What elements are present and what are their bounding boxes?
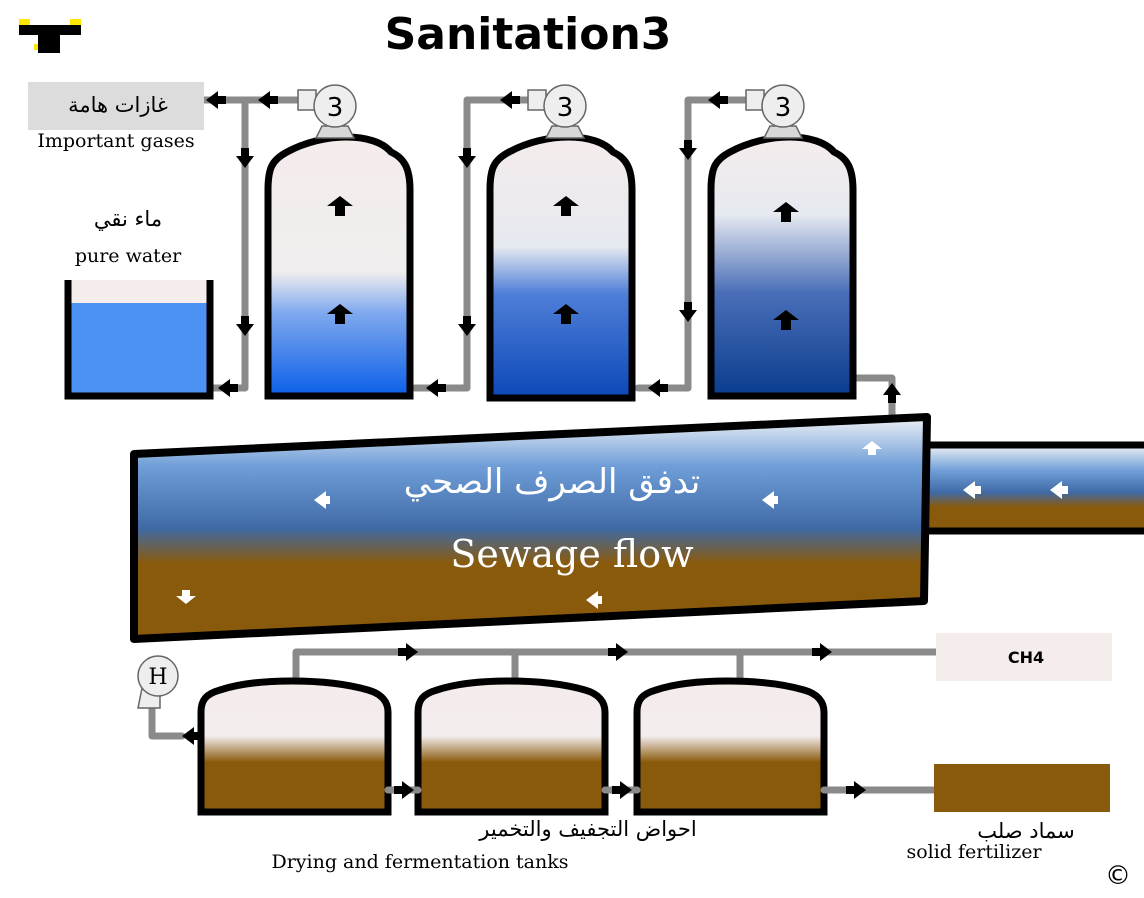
pump-icon [761, 84, 805, 128]
pump-label: 3 [557, 93, 574, 123]
pure-water-label-en: pure water [75, 245, 182, 267]
treatment-tower-2 [486, 133, 636, 402]
pump-label: 3 [327, 93, 344, 123]
pump-icon [543, 84, 587, 128]
sewage-label-ar: تدفق الصرف الصحي [404, 462, 700, 502]
solid-fertilizer-output: سماد صلب solid fertilizer [906, 764, 1110, 863]
page-title: Sanitation3 [385, 9, 672, 60]
ch4-box [936, 633, 1112, 681]
gas-flow-arrows [206, 91, 901, 403]
tanks-label-en: Drying and fermentation tanks [271, 851, 568, 873]
pure-water-label-ar: ماء نقي [94, 207, 162, 231]
treatment-tower-1 [264, 133, 414, 400]
drying-tank-2 [414, 677, 609, 816]
up-arrow-icon [553, 196, 579, 216]
drying-tank-1 [197, 677, 392, 816]
sewage-flow-channel: تدفق الصرف الصحي Sewage flow [130, 413, 931, 643]
treatment-tower-3 [707, 133, 857, 400]
up-arrow-icon [773, 202, 799, 222]
sewage-inlet-pipe [924, 441, 1144, 535]
fertilizer-label-en: solid fertilizer [906, 841, 1042, 863]
logo: T [19, 19, 81, 53]
pump-label: 3 [775, 93, 792, 123]
ch4-label: CH4 [1008, 648, 1044, 667]
drying-tank-3 [633, 677, 828, 816]
hydraulic-pump: H [137, 655, 200, 745]
up-arrow-icon [553, 304, 579, 324]
hydraulic-pump-label: H [148, 665, 167, 690]
ch4-output: CH4 [936, 633, 1112, 681]
sewage-flow-arrows [176, 441, 882, 609]
tanks-label-ar: احواض التجفيف والتخمير [478, 817, 696, 841]
pump-icon [137, 655, 179, 697]
sludge-pipes [384, 781, 938, 799]
pump-3: 3 [745, 84, 805, 139]
fertilizer-box [934, 764, 1110, 812]
sewage-label-en: Sewage flow [450, 532, 694, 576]
pure-water-tank: ماء نقي pure water [64, 207, 214, 400]
gases-label-en: Important gases [37, 130, 194, 152]
pump-1: 3 [297, 84, 357, 139]
ch4-pipes [292, 643, 940, 686]
important-gases-output: غازات هامة Important gases [28, 82, 204, 152]
pump-icon [313, 84, 357, 128]
up-arrow-icon [773, 310, 799, 330]
gases-box [28, 82, 204, 130]
pump-2: 3 [527, 84, 587, 139]
copyright-mark: © [1105, 861, 1131, 891]
up-arrow-icon [327, 304, 353, 324]
fertilizer-label-ar: سماد صلب [977, 819, 1075, 843]
up-arrow-icon [327, 196, 353, 216]
gases-label-ar: غازات هامة [68, 93, 168, 117]
